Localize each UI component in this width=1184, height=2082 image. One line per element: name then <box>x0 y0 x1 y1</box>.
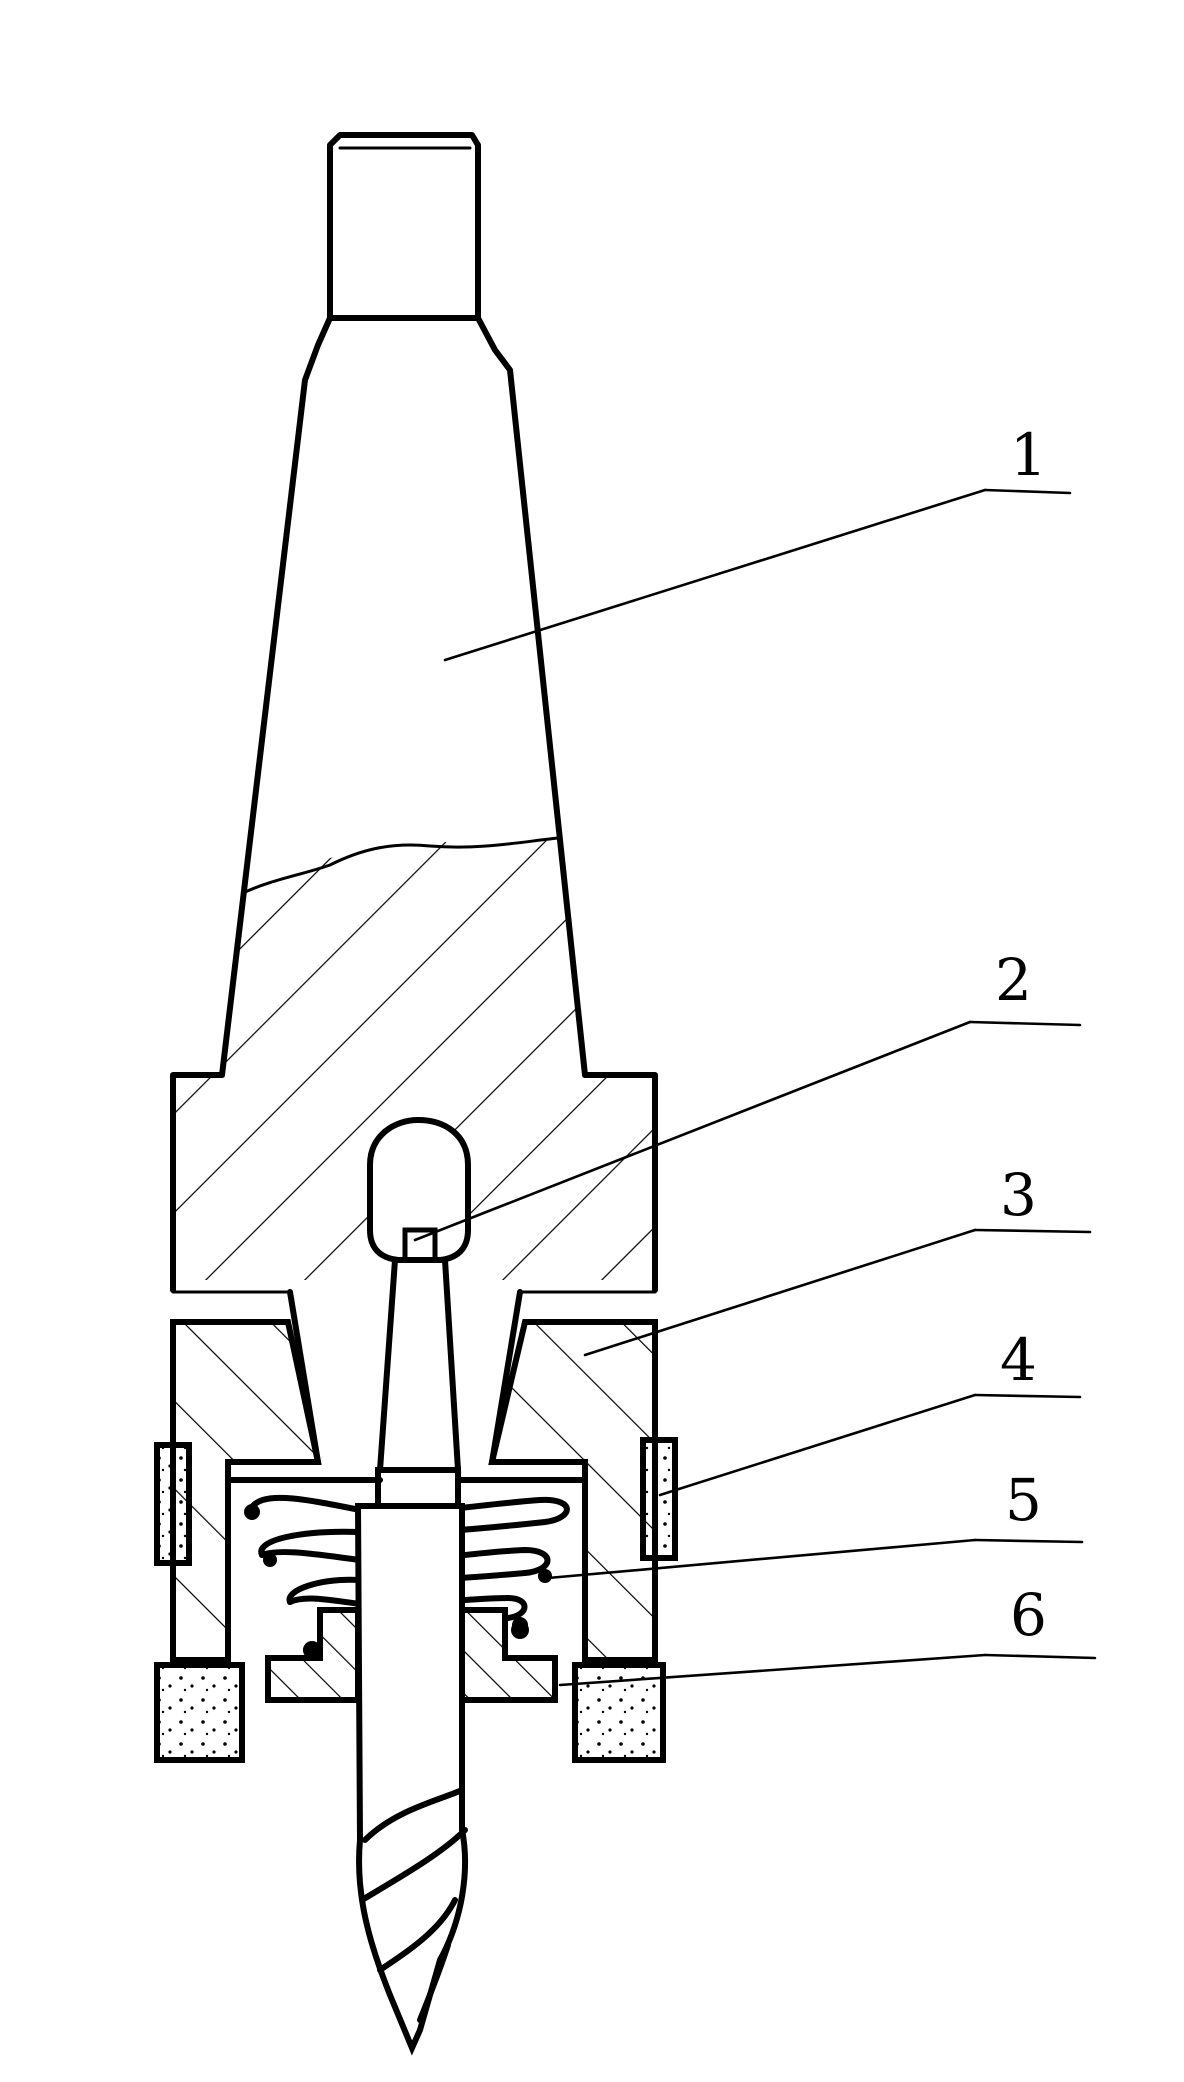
callout-6: 6 <box>558 1581 1097 1687</box>
socket-cavity <box>367 1116 471 1263</box>
callout-3: 3 <box>583 1161 1092 1357</box>
body-section <box>173 836 655 1280</box>
callout-5-label: 5 <box>1005 1466 1042 1534</box>
taper-shank <box>219 132 588 1078</box>
callout-1: 1 <box>443 421 1072 662</box>
callout-6-label: 6 <box>1010 1581 1047 1649</box>
callout-4: 4 <box>658 1326 1082 1497</box>
callout-5: 5 <box>546 1466 1084 1580</box>
callout-1-label: 1 <box>1010 421 1047 489</box>
callout-2: 2 <box>413 946 1082 1242</box>
callout-2-label: 2 <box>995 946 1032 1014</box>
callout-4-label: 4 <box>1000 1326 1037 1394</box>
callout-3-label: 3 <box>1000 1161 1037 1229</box>
sleeve <box>170 1289 658 1663</box>
spring-housing <box>225 1477 588 1663</box>
grinding-stones <box>154 1437 678 1763</box>
drill-bit <box>354 1503 469 2056</box>
retaining-plate <box>265 1607 558 1703</box>
